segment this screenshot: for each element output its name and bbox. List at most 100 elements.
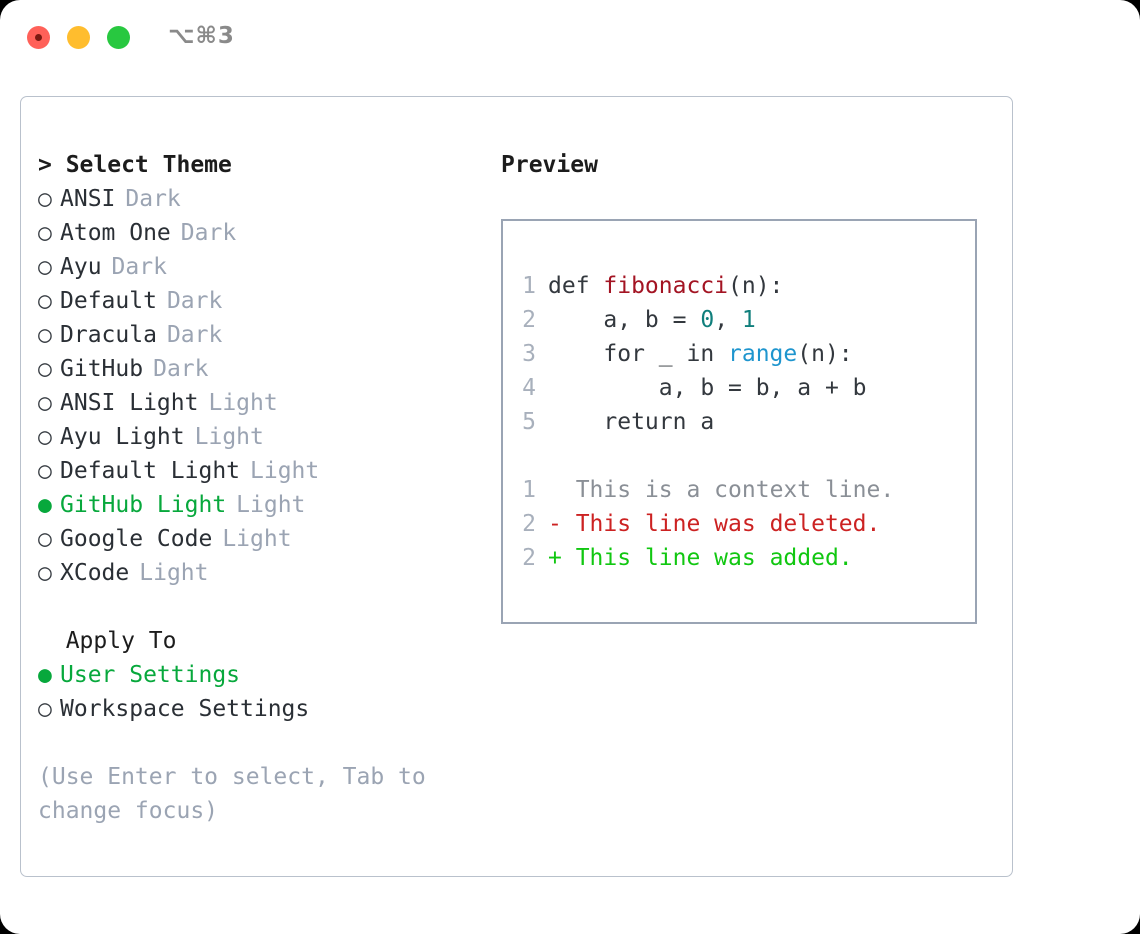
radio-unselected-icon[interactable]: ○ [38, 356, 52, 382]
theme-option-tag: Light [208, 390, 278, 416]
radio-unselected-icon[interactable]: ○ [38, 526, 52, 552]
code-token: def [548, 273, 604, 299]
theme-option-label: XCode [60, 560, 130, 586]
theme-option-label: GitHub [60, 356, 144, 382]
maximize-window-button[interactable] [107, 26, 130, 49]
radio-unselected-icon[interactable]: ○ [38, 424, 52, 450]
theme-option-tag: Light [139, 560, 209, 586]
theme-option-tag: Dark [180, 220, 237, 246]
diff-sample: 1 This is a context line.2- This line wa… [516, 473, 969, 575]
radio-unselected-icon[interactable]: ○ [38, 458, 52, 484]
theme-option-label: Atom One [60, 220, 171, 246]
code-line: 3 for _ in range(n): [516, 337, 969, 371]
radio-unselected-icon[interactable]: ○ [38, 322, 52, 348]
theme-option[interactable]: ○ XCode Light [38, 556, 478, 590]
diff-text: This is a context line. [575, 477, 895, 503]
code-token: fibonacci [603, 273, 729, 299]
code-token: a, b = [548, 307, 701, 333]
code-line: 2 a, b = 0, 1 [516, 303, 969, 337]
code-token: 1 [741, 307, 756, 333]
theme-option-tag: Dark [111, 254, 167, 280]
diff-line: 2- This line was deleted. [516, 507, 969, 541]
theme-option-tag: Dark [166, 322, 223, 348]
theme-option-tag: Light [236, 492, 306, 518]
line-number: 1 [522, 273, 536, 299]
apply-to-header: Apply To [38, 628, 177, 654]
theme-option-tag: Light [250, 458, 320, 484]
title-bar: ⌥⌘3 [0, 0, 1140, 78]
apply-to-option-label: Workspace Settings [60, 696, 310, 722]
theme-option-tag: Dark [125, 186, 181, 212]
line-number: 3 [522, 341, 536, 367]
code-line: 4 a, b = b, a + b [516, 371, 969, 405]
radio-unselected-icon[interactable]: ○ [38, 696, 52, 722]
line-number: 2 [522, 307, 536, 333]
radio-unselected-icon[interactable]: ○ [38, 288, 52, 314]
close-window-button[interactable] [27, 26, 50, 49]
code-token: range [728, 341, 798, 367]
theme-option-tag: Dark [166, 288, 223, 314]
code-line: 1 def fibonacci(n): [516, 269, 969, 303]
minimize-window-button[interactable] [67, 26, 90, 49]
code-diff-spacer [516, 439, 969, 473]
keyboard-shortcut-label: ⌥⌘3 [168, 23, 235, 49]
radio-selected-icon[interactable]: ● [38, 662, 52, 688]
theme-option[interactable]: ○ Default Dark [38, 284, 478, 318]
diff-line: 2+ This line was added. [516, 541, 969, 575]
radio-unselected-icon[interactable]: ○ [38, 254, 52, 280]
code-token: a, b = b, a + b [548, 375, 867, 401]
apply-to-option[interactable]: ○ Workspace Settings [38, 692, 478, 726]
apply-to-option-label: User Settings [60, 662, 241, 688]
theme-option[interactable]: ○ Atom One Dark [38, 216, 478, 250]
line-number: 4 [522, 375, 536, 401]
radio-selected-icon[interactable]: ● [38, 492, 52, 518]
section-spacer [38, 590, 478, 624]
window-controls [27, 26, 130, 49]
keyboard-hint-text: (Use Enter to select, Tab to change focu… [38, 764, 426, 824]
code-token: , [714, 307, 742, 333]
theme-option[interactable]: ○ Dracula Dark [38, 318, 478, 352]
code-token: (n): [728, 273, 784, 299]
diff-marker [548, 477, 576, 503]
line-number: 1 [522, 477, 536, 503]
line-number: 5 [522, 409, 536, 435]
radio-unselected-icon[interactable]: ○ [38, 220, 52, 246]
theme-option-tag: Light [222, 526, 292, 552]
theme-option-label: ANSI Light [60, 390, 199, 416]
code-line: 5 return a [516, 405, 969, 439]
diff-line: 1 This is a context line. [516, 473, 969, 507]
line-number: 2 [522, 511, 536, 537]
diff-marker: - [548, 511, 576, 537]
radio-unselected-icon[interactable]: ○ [38, 560, 52, 586]
apply-to-list[interactable]: ● User Settings ○ Workspace Settings [38, 658, 478, 726]
radio-unselected-icon[interactable]: ○ [38, 186, 52, 212]
diff-marker: + [548, 545, 576, 571]
theme-option-label: Default [60, 288, 157, 314]
radio-unselected-icon[interactable]: ○ [38, 390, 52, 416]
theme-option-label: Dracula [60, 322, 157, 348]
code-token: for _ in [548, 341, 729, 367]
theme-option-tag: Light [194, 424, 264, 450]
code-token: 0 [700, 307, 715, 333]
line-number: 2 [522, 545, 536, 571]
apply-to-option[interactable]: ● User Settings [38, 658, 478, 692]
code-token: (n): [797, 341, 853, 367]
preview-header: Preview [501, 152, 598, 178]
code-token: return a [548, 409, 715, 435]
diff-text: This line was deleted. [575, 511, 881, 537]
theme-option[interactable]: ○ ANSI Light Light [38, 386, 478, 420]
